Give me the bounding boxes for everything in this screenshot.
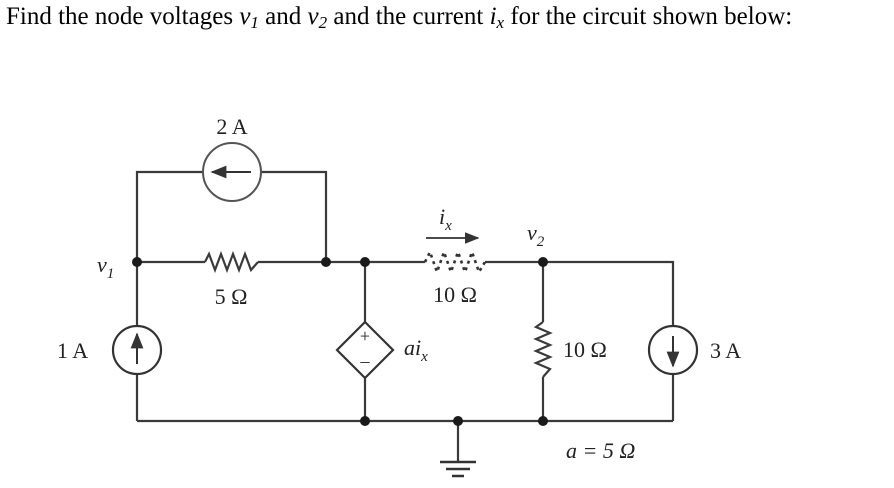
junction-v1 — [132, 257, 142, 267]
v1-symbol: v — [239, 3, 251, 30]
current-source-3a: 3 A — [647, 324, 741, 376]
resistor-10-ohm-vertical: 10 Ω — [533, 321, 607, 378]
problem-text-1: Find the node voltages — [6, 3, 234, 30]
dependent-source-label: aix — [404, 335, 428, 365]
problem-text-2: and the current — [333, 3, 484, 30]
junction-dependent-bottom — [360, 416, 370, 426]
problem-statement: Find the node voltages v1 and v2 and the… — [6, 0, 886, 39]
resistor-10v-label: 10 Ω — [563, 337, 607, 362]
v2-symbol: v — [307, 3, 319, 30]
current-source-2a: 2 A — [202, 114, 262, 202]
junction-v2 — [538, 257, 548, 267]
ix-label: ix — [439, 204, 452, 234]
resistor-10h-label: 10 Ω — [433, 282, 477, 307]
junction-dependent-top — [360, 257, 370, 267]
current-source-1a: 1 A — [57, 324, 163, 376]
ix-subscript: x — [496, 13, 505, 32]
problem-text-3: for the circuit shown below: — [510, 3, 793, 30]
current-ix-indicator: ix — [426, 204, 480, 244]
v1-subscript: 1 — [250, 13, 259, 32]
source-2a-label: 2 A — [216, 114, 247, 139]
dependent-plus-sign: + — [360, 326, 370, 346]
junction-top-right — [321, 257, 331, 267]
gain-value-label: a = 5 Ω — [566, 438, 635, 463]
resistor-5-label: 5 Ω — [215, 284, 248, 309]
junction-dots — [132, 257, 548, 426]
dependent-minus-sign: – — [360, 351, 371, 371]
junction-ground — [453, 416, 463, 426]
source-1a-label: 1 A — [57, 338, 88, 363]
wires — [135, 170, 675, 462]
resistor-10-ohm-horizontal: 10 Ω — [423, 248, 487, 307]
ground-symbol — [440, 460, 476, 478]
junction-resistor-bottom — [538, 416, 548, 426]
dependent-voltage-source: + – aix — [335, 320, 428, 380]
resistor-5-ohm: 5 Ω — [204, 250, 259, 309]
node-v1-label: v1 — [97, 252, 114, 282]
source-3a-label: 3 A — [710, 338, 741, 363]
node-v2-label: v2 — [527, 220, 545, 250]
problem-and: and — [265, 3, 302, 30]
v2-subscript: 2 — [318, 13, 328, 32]
ix-symbol: i — [489, 3, 497, 30]
